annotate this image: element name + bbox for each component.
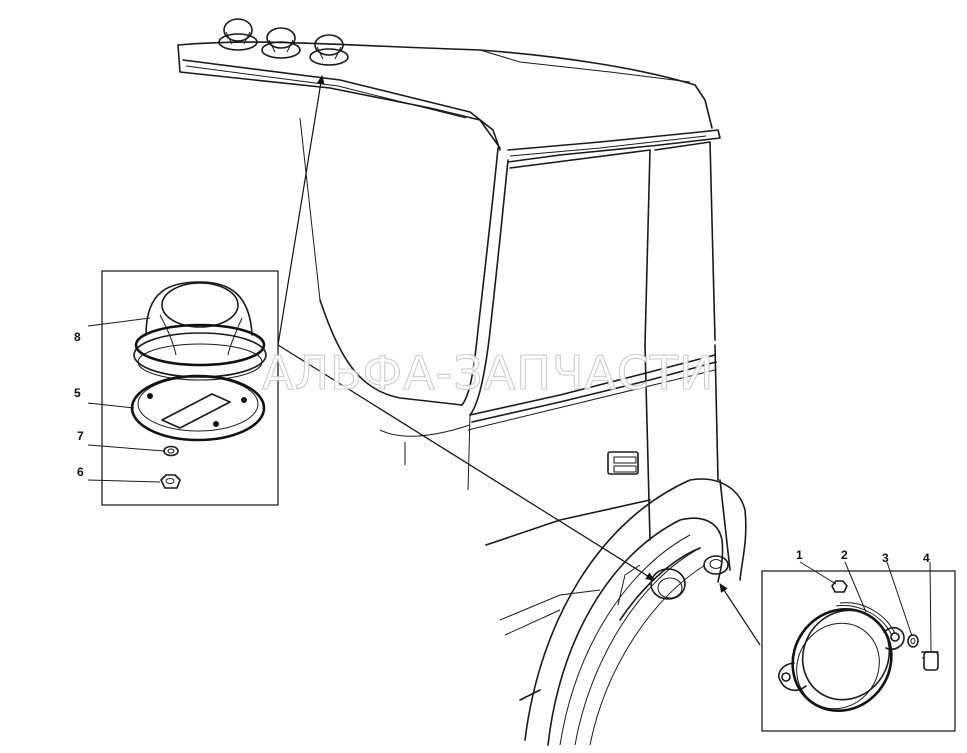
callout-label: 1 xyxy=(796,548,803,562)
detail-box-side-marker xyxy=(761,561,956,732)
cab-body xyxy=(177,41,731,701)
roof-lamp xyxy=(309,34,349,66)
callout-label: 3 xyxy=(882,551,889,565)
nut xyxy=(160,474,181,489)
detail-box-roof-lamp xyxy=(87,270,279,506)
lamp-lens xyxy=(133,281,267,381)
watermark: АЛЬФА-ЗАПЧАСТИ xyxy=(261,345,715,400)
leader-arrows xyxy=(277,75,761,646)
side-lamp-housing xyxy=(778,602,905,713)
callout-label: 6 xyxy=(77,465,84,479)
callout-label: 4 xyxy=(923,551,930,565)
washer xyxy=(907,634,919,648)
roof-lamp xyxy=(218,18,258,51)
callout-label: 5 xyxy=(74,386,81,400)
wheel-arch xyxy=(524,478,747,746)
callout-label: 8 xyxy=(74,330,81,344)
callout-label: 7 xyxy=(77,429,84,443)
roof-lamp xyxy=(261,27,301,59)
callout-label: 2 xyxy=(841,548,848,562)
nut xyxy=(831,580,848,593)
roof-marker-lamps xyxy=(218,18,349,66)
